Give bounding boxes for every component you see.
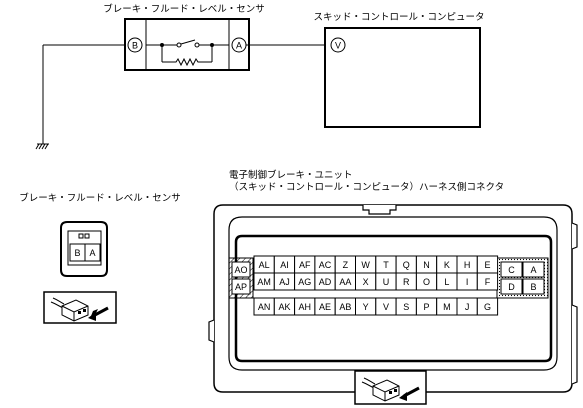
pin-label: AN (258, 302, 271, 312)
pin-label: AH (298, 302, 311, 312)
pin-label: J (465, 302, 470, 312)
right-pin-d: D (508, 282, 515, 292)
pin-label: I (466, 277, 469, 287)
connector-view-icon (43, 291, 117, 324)
sensor-terminal-b-label: B (132, 41, 138, 51)
pin-label: AG (298, 277, 311, 287)
pin-label: M (443, 302, 451, 312)
sensor-terminal-a-label: A (236, 41, 242, 51)
left-block-pin-ap-cell (231, 278, 251, 295)
sensor-connector-title: ブレーキ・フルード・レベル・センサ (19, 192, 181, 204)
sensor-connector (60, 221, 108, 277)
pin-label: Q (403, 260, 410, 270)
pin-label: AL (259, 260, 270, 270)
connector-view-icon-bottom (354, 370, 427, 405)
pin-label: G (484, 302, 491, 312)
pin-label: W (361, 260, 370, 270)
pin-label: V (383, 302, 389, 312)
left-block-pin-ao-cell (231, 261, 251, 278)
pin-label: AA (339, 277, 351, 287)
unit-connector-title-1: 電子制御ブレーキ・ユニット (229, 169, 353, 181)
unit-connector-title-2: （スキッド・コントロール・コンピュータ）ハーネス側コネクタ (229, 181, 504, 193)
left-pin-ap: AP (235, 282, 247, 292)
pin-label: R (403, 277, 410, 287)
pin-label: H (464, 260, 471, 270)
pin-label: AC (319, 260, 332, 270)
pin-label: AD (319, 277, 332, 287)
pin-label: P (424, 302, 430, 312)
pin-label: Y (363, 302, 369, 312)
right-pin-a: A (530, 265, 536, 275)
sensor-terminal-b (127, 37, 143, 53)
right-pin-b: B (530, 282, 536, 292)
pin-label: AF (299, 260, 311, 270)
right-block-cell-c (500, 261, 523, 278)
pin-label: E (484, 260, 490, 270)
pin-cell (476, 272, 499, 291)
computer-box (324, 27, 481, 128)
pin-label: S (403, 302, 409, 312)
pin-label: AK (278, 302, 290, 312)
pin-label: U (383, 277, 390, 287)
pin-label: AB (339, 302, 351, 312)
right-pin-c: C (508, 265, 515, 275)
pin-label: Z (343, 260, 349, 270)
sensor-title: ブレーキ・フルード・レベル・センサ (103, 3, 265, 15)
pin-label: T (383, 260, 389, 270)
pin-label: K (444, 260, 450, 270)
computer-title: スキッド・コントロール・コンピュータ (313, 12, 484, 23)
unit-pin-grid: AL AI AF AC Z W T Q N K H E AM AJ AG AD AA X U R O L I F AN AK AH A… (253, 255, 499, 316)
sensor-pin-b: B (74, 248, 80, 258)
pin-label: AI (280, 260, 289, 270)
right-block-cell-d (500, 278, 523, 295)
pin-label: AE (319, 302, 331, 312)
pin-label: AM (257, 277, 271, 287)
pin-label: O (423, 277, 430, 287)
ground-wire (35, 44, 127, 150)
unit-connector-housing (208, 204, 578, 393)
computer-terminal-v-label: V (335, 41, 341, 51)
sensor-pin-a: A (89, 248, 95, 258)
pin-label: L (444, 277, 449, 287)
sensor-box (124, 18, 250, 71)
computer-terminal-v (330, 37, 346, 53)
pin-cell (476, 297, 499, 316)
left-pin-ao: AO (234, 265, 247, 275)
pin-label: X (363, 277, 369, 287)
right-block-cell-b (522, 278, 545, 295)
right-block-cell-a (522, 261, 545, 278)
pin-label: AJ (279, 277, 290, 287)
pin-label: N (423, 260, 430, 270)
pin-label: F (485, 277, 491, 287)
